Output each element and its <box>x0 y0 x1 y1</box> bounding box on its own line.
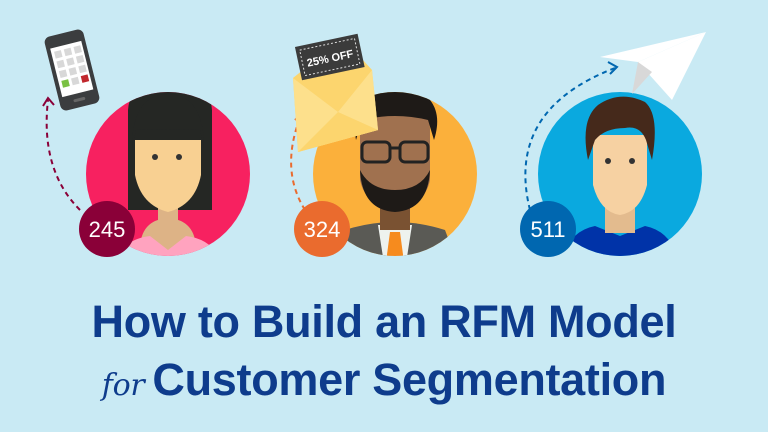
badge-245: 245 <box>79 201 135 257</box>
illustration: 245 25% OFF 324 <box>42 29 706 257</box>
badge-324: 324 <box>294 201 350 257</box>
svg-text:511: 511 <box>530 217 565 242</box>
paper-plane-icon <box>600 32 706 100</box>
phone-icon <box>44 29 100 111</box>
svg-text:245: 245 <box>89 217 126 242</box>
envelope-coupon-icon: 25% OFF <box>293 33 378 152</box>
badge-511: 511 <box>520 201 576 257</box>
dashed-arrow-3 <box>524 67 616 211</box>
dashed-arrow-1 <box>45 99 81 211</box>
headline-customer-segmentation: Customer Segmentation <box>152 354 667 405</box>
headline-for: for <box>101 368 145 403</box>
customer-3-avatar <box>538 92 702 256</box>
svg-text:324: 324 <box>304 217 341 242</box>
headline-line-1: How to Build an RFM Model <box>91 296 677 347</box>
